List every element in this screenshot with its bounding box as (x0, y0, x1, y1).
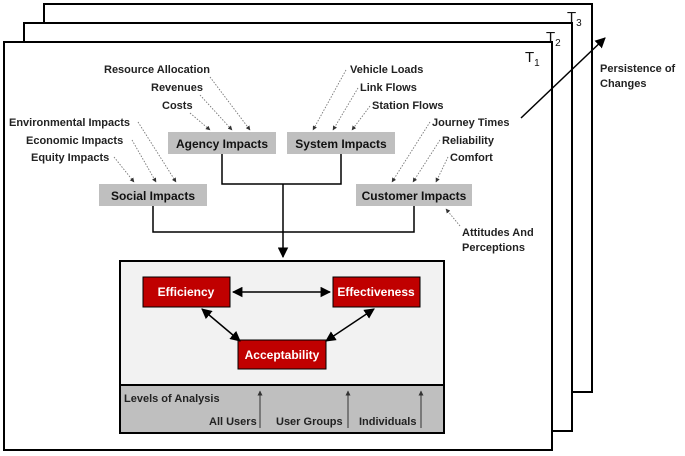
system-connector-2 (332, 87, 359, 131)
social-impacts-box (99, 184, 207, 206)
frame-t1-sub: 1 (534, 58, 540, 69)
social-input-economic: Economic Impacts (26, 135, 123, 147)
system-connector-3 (351, 105, 371, 131)
customer-input-journey-times: Journey Times (432, 117, 509, 129)
frame-t3-letter: T (567, 9, 576, 26)
agency-input-revenues: Revenues (151, 82, 203, 94)
system-impacts-box (287, 132, 395, 154)
levels-item-user-groups: User Groups (276, 416, 343, 428)
customer-input-reliability: Reliability (442, 135, 495, 147)
persistence-label-line1: Persistence of (600, 63, 676, 75)
social-connector-2 (131, 139, 157, 183)
svg-text:T1: T1 (525, 49, 540, 69)
social-connector-3 (113, 156, 135, 183)
agency-connector-3 (189, 112, 211, 131)
system-input-vehicle-loads: Vehicle Loads (350, 64, 423, 76)
agency-system-join (221, 154, 342, 185)
agency-connector-1 (209, 76, 251, 131)
svg-text:T3: T3 (567, 9, 582, 29)
attitudes-label-line1: Attitudes And (462, 227, 534, 239)
frame-t3-sub: 3 (576, 18, 582, 29)
effectiveness-label: Effectiveness (337, 285, 415, 299)
agency-impacts-box (168, 132, 276, 154)
system-impacts-label: System Impacts (295, 137, 387, 151)
social-input-environmental: Environmental Impacts (9, 117, 130, 129)
effectiveness-acceptability-arrow (325, 308, 375, 342)
acceptability-box (237, 339, 327, 370)
social-input-equity: Equity Impacts (31, 152, 109, 164)
attitudes-connector (445, 208, 461, 227)
system-input-link-flows: Link Flows (360, 82, 417, 94)
persistence-arrow (520, 37, 606, 119)
svg-text:T2: T2 (546, 29, 561, 49)
levels-of-analysis-band (119, 384, 445, 434)
levels-title: Levels of Analysis (124, 393, 220, 405)
persistence-label-line2: Changes (600, 78, 646, 90)
customer-impacts-label: Customer Impacts (362, 189, 467, 203)
attitudes-label-line2: Perceptions (462, 242, 525, 254)
agency-input-resource-allocation: Resource Allocation (104, 64, 210, 76)
acceptability-label: Acceptability (245, 348, 320, 362)
system-input-station-flows: Station Flows (372, 100, 444, 112)
efficiency-acceptability-arrow (201, 308, 241, 342)
system-connector-1 (312, 69, 347, 131)
efficiency-box (142, 276, 231, 308)
levels-item-individuals: Individuals (359, 416, 416, 428)
effectiveness-box (332, 276, 421, 308)
efficiency-label: Efficiency (158, 285, 215, 299)
agency-input-costs: Costs (162, 100, 193, 112)
social-impacts-label: Social Impacts (111, 189, 195, 203)
customer-connector-2 (412, 139, 441, 183)
customer-impacts-box (356, 184, 472, 206)
frame-t2-sub: 2 (555, 38, 561, 49)
customer-input-comfort: Comfort (450, 152, 493, 164)
agency-connector-2 (199, 94, 233, 131)
frame-t2-letter: T (546, 29, 555, 46)
agency-impacts-label: Agency Impacts (176, 137, 268, 151)
frame-t1-letter: T (525, 49, 534, 66)
levels-item-all-users: All Users (209, 416, 257, 428)
